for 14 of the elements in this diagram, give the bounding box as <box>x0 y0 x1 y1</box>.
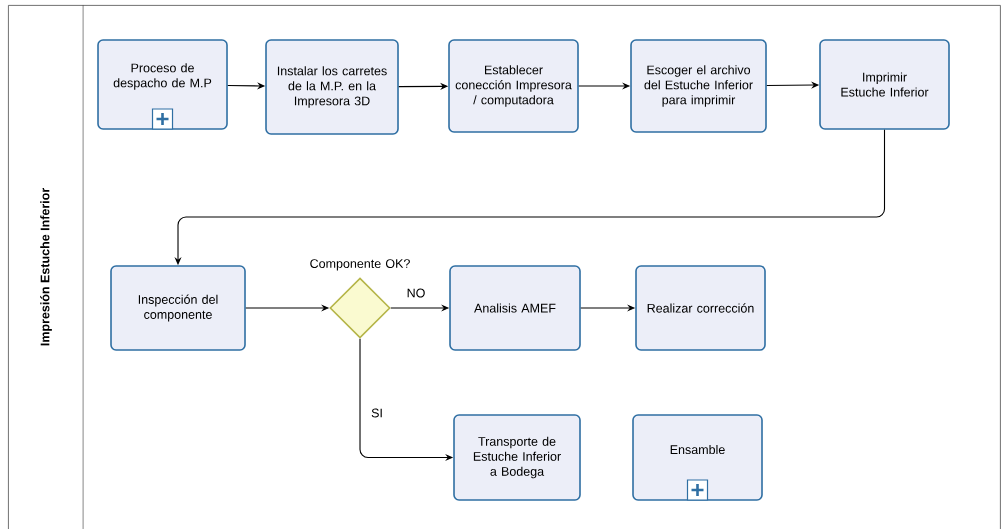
task-box: Ensamble <box>632 414 763 501</box>
task-box: Inspección del componente <box>110 265 246 351</box>
edge-label: SI <box>370 407 384 419</box>
gateway-diamond <box>329 277 391 339</box>
task-box: Instalar los carretes de la M.P. en la Impresora 3D <box>265 39 399 135</box>
task-box: Transporte de Estuche Inferior a Bodega <box>453 414 581 501</box>
task-box: Analisis AMEF <box>449 265 581 351</box>
gateway-label: Componente OK? <box>310 259 410 271</box>
task-box: Proceso de despacho de M.P <box>97 39 228 130</box>
task-box: Imprimir Estuche Inferior <box>819 39 950 130</box>
task-box: Realizar corrección <box>635 265 766 351</box>
edge-label: NO <box>405 287 427 299</box>
task-box: Establecer conección Impresora / computadora <box>448 39 579 133</box>
task-box: Escoger el archivo del Estuche Inferior para imprimir <box>630 39 767 133</box>
